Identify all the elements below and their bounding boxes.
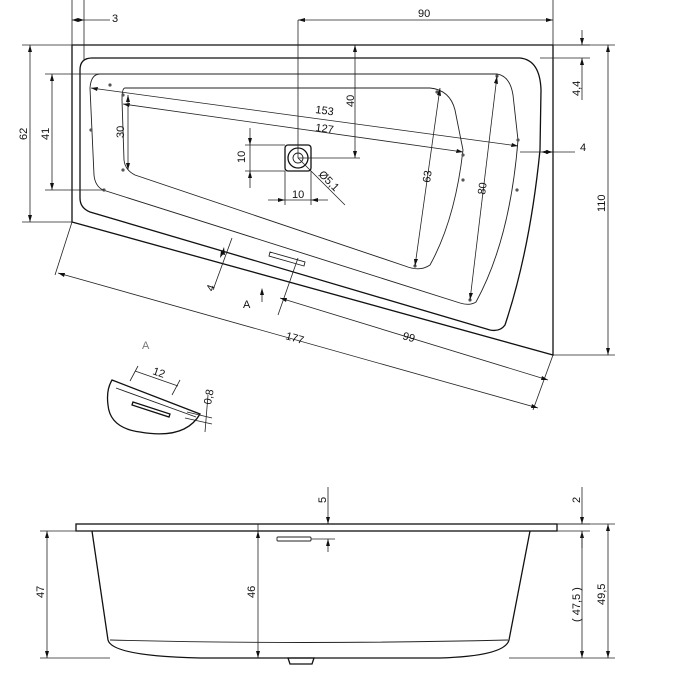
dim-rim-right: 4 <box>580 142 586 154</box>
ref-dot <box>461 153 465 157</box>
ref-dot <box>515 188 519 192</box>
side-rim <box>75 523 558 532</box>
dim-overall-width: 110 <box>596 194 608 212</box>
side-view <box>75 523 558 665</box>
dim-drain-diameter: Ø5,1 <box>316 169 341 194</box>
dim-inner-63: 63 <box>421 170 435 184</box>
dim-depth-46: 46 <box>246 586 258 598</box>
dim-rim-offset: 3 <box>112 13 118 25</box>
ref-dot <box>516 138 520 142</box>
ref-dot <box>89 128 93 132</box>
dim-length-127: 127 <box>315 122 335 136</box>
dim-rim-2: 2 <box>571 497 583 503</box>
side-overflow <box>276 536 312 542</box>
plan-overflow-slot <box>268 251 306 267</box>
ref-dot <box>461 178 465 182</box>
dim-depth-47: 47 <box>35 586 47 598</box>
detail-a-width: 12 <box>151 365 166 380</box>
detail-a-outline <box>106 379 201 435</box>
dim-length-99: 99 <box>401 330 416 345</box>
dim-floor-width-left: 30 <box>115 126 127 138</box>
plan-floor <box>121 87 464 270</box>
detail-a: A 12 0,8 <box>106 340 217 435</box>
plan-inner-basin <box>89 73 519 305</box>
plan-basin-edge <box>79 57 542 332</box>
dim-inner-80: 80 <box>476 182 490 196</box>
ref-dot <box>121 93 125 97</box>
side-drain <box>287 657 315 665</box>
side-dimensions: 47 46 5 2 ( 47,5 ) 49,5 <box>35 487 615 659</box>
ref-dot <box>435 90 439 94</box>
dim-rim-front: 4 <box>205 283 218 293</box>
dim-drain-box-width: 10 <box>292 189 304 201</box>
ref-dot <box>108 83 112 87</box>
section-marker-a: A <box>243 299 251 311</box>
dim-length-153: 153 <box>315 104 335 118</box>
ref-dot <box>121 168 125 172</box>
plan-dimensions: 3 90 40 4,4 110 62 <box>18 0 615 411</box>
side-body <box>91 530 531 659</box>
dim-drain-to-top: 40 <box>345 95 357 107</box>
dim-overall-length: 177 <box>284 330 305 347</box>
dim-rim-top: 4,4 <box>571 81 583 96</box>
detail-a-thickness: 0,8 <box>202 388 216 405</box>
dim-drain-box: 10 <box>236 151 248 163</box>
detail-a-title: A <box>142 340 150 352</box>
dim-width-left: 62 <box>18 128 30 140</box>
dim-height-49-5: 49,5 <box>596 584 608 605</box>
dim-overflow-5: 5 <box>317 497 329 503</box>
dim-drain-axis: 90 <box>418 8 430 20</box>
dim-depth-47-5: ( 47,5 ) <box>571 587 583 622</box>
dim-inner-width-left: 41 <box>40 128 52 140</box>
